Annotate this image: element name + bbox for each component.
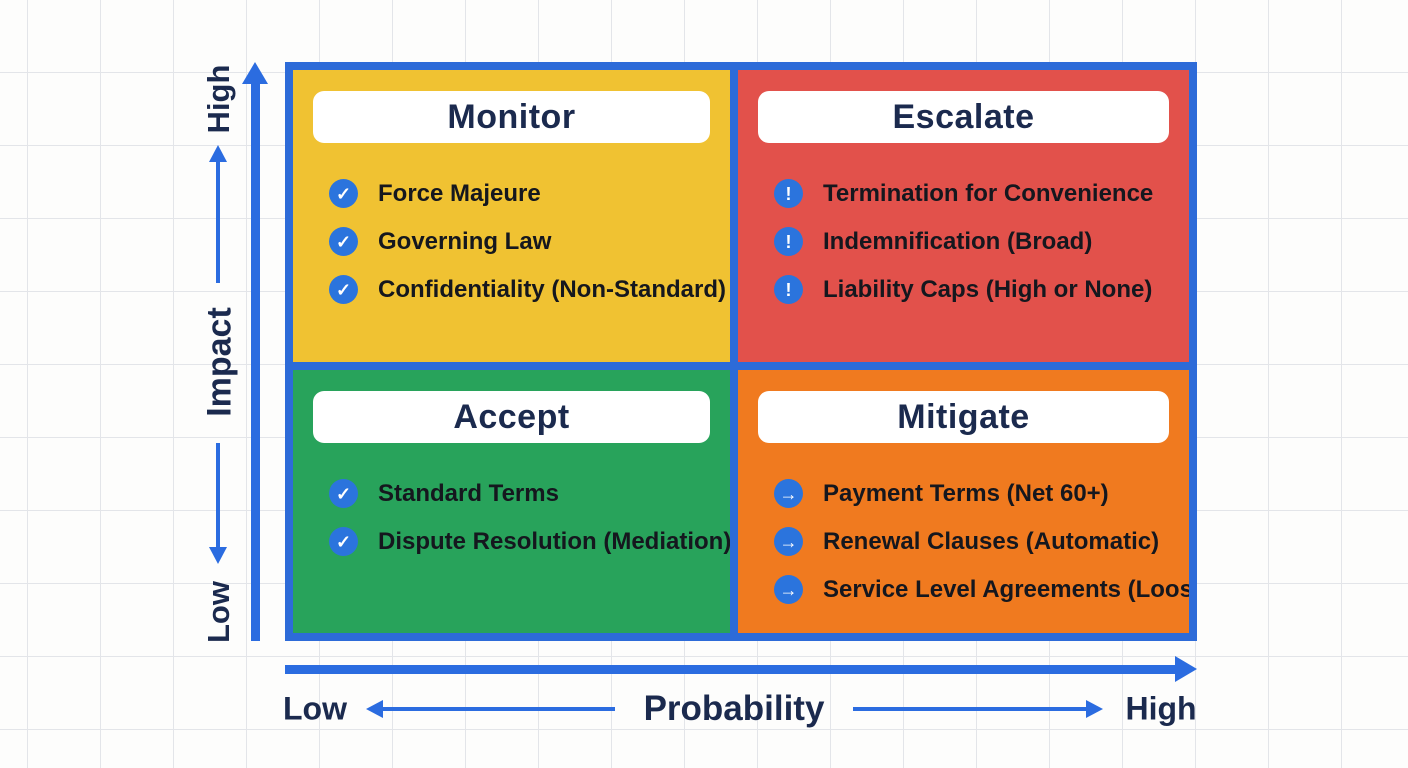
right-arrow-icon bbox=[1086, 700, 1103, 718]
right-arrow-line bbox=[853, 707, 1086, 711]
list-item: ! Liability Caps (High or None) bbox=[774, 275, 1189, 304]
list-item: ✓ Standard Terms bbox=[329, 479, 730, 508]
list-item: ! Indemnification (Broad) bbox=[774, 227, 1189, 256]
y-axis-arrowhead-icon bbox=[242, 62, 268, 84]
risk-item-label: Liability Caps (High or None) bbox=[823, 275, 1153, 303]
risk-item-label: Termination for Convenience bbox=[823, 179, 1154, 207]
y-axis-high-label: High bbox=[201, 64, 236, 134]
down-arrow-icon bbox=[209, 547, 227, 564]
list-item: → Renewal Clauses (Automatic) bbox=[774, 527, 1189, 556]
up-arrow-line bbox=[216, 161, 220, 283]
down-arrow-line bbox=[216, 443, 220, 547]
x-axis-arrowhead-icon bbox=[1175, 656, 1197, 682]
list-item: ! Termination for Convenience bbox=[774, 179, 1189, 208]
risk-item-label: Force Majeure bbox=[378, 179, 541, 207]
risk-item-label: Governing Law bbox=[378, 227, 552, 255]
quadrant-item-list: ! Termination for Convenience ! Indemnif… bbox=[738, 179, 1189, 304]
check-icon: ✓ bbox=[329, 227, 358, 256]
risk-item-label: Dispute Resolution (Mediation) bbox=[378, 527, 730, 555]
quadrant-item-list: ✓ Standard Terms ✓ Dispute Resolution (M… bbox=[293, 479, 730, 556]
risk-item-label: Service Level Agreements (Loose) bbox=[823, 575, 1189, 603]
quadrant-item-list: → Payment Terms (Net 60+) → Renewal Clau… bbox=[738, 479, 1189, 604]
exclamation-icon: ! bbox=[774, 179, 803, 208]
list-item: ✓ Force Majeure bbox=[329, 179, 730, 208]
left-arrow-icon bbox=[366, 700, 383, 718]
x-axis-arrow-line bbox=[285, 665, 1175, 674]
check-icon: ✓ bbox=[329, 527, 358, 556]
risk-item-label: Payment Terms (Net 60+) bbox=[823, 479, 1109, 507]
risk-item-label: Renewal Clauses (Automatic) bbox=[823, 527, 1160, 555]
x-axis-title: Probability bbox=[643, 689, 825, 728]
list-item: → Payment Terms (Net 60+) bbox=[774, 479, 1189, 508]
check-icon: ✓ bbox=[329, 275, 358, 304]
x-axis-low-label: Low bbox=[283, 690, 347, 727]
y-axis-low-label: Low bbox=[201, 581, 236, 643]
quadrant-accept: Accept ✓ Standard Terms ✓ Dispute Resolu… bbox=[293, 370, 730, 633]
list-item: ✓ Governing Law bbox=[329, 227, 730, 256]
up-arrow-icon bbox=[209, 145, 227, 162]
quadrant-title: Escalate bbox=[758, 91, 1169, 143]
arrow-right-icon: → bbox=[774, 575, 803, 604]
quadrant-item-list: ✓ Force Majeure ✓ Governing Law ✓ Confid… bbox=[293, 179, 730, 304]
risk-item-label: Confidentiality (Non-Standard) bbox=[378, 275, 726, 303]
quadrant-monitor: Monitor ✓ Force Majeure ✓ Governing Law … bbox=[293, 70, 730, 362]
quadrant-title: Monitor bbox=[312, 91, 711, 143]
quadrant-mitigate: Mitigate → Payment Terms (Net 60+) → Ren… bbox=[738, 370, 1189, 633]
quadrant-title: Accept bbox=[312, 391, 711, 443]
x-axis-high-label: High bbox=[1125, 690, 1197, 727]
arrow-right-icon: → bbox=[774, 479, 803, 508]
check-icon: ✓ bbox=[329, 179, 358, 208]
left-arrow-line bbox=[382, 707, 615, 711]
exclamation-icon: ! bbox=[774, 227, 803, 256]
quadrant-title: Mitigate bbox=[758, 391, 1169, 443]
y-axis-arrow-line bbox=[251, 82, 260, 641]
arrow-right-icon: → bbox=[774, 527, 803, 556]
check-icon: ✓ bbox=[329, 479, 358, 508]
risk-matrix: Monitor ✓ Force Majeure ✓ Governing Law … bbox=[285, 62, 1197, 641]
exclamation-icon: ! bbox=[774, 275, 803, 304]
list-item: → Service Level Agreements (Loose) bbox=[774, 575, 1189, 604]
list-item: ✓ Confidentiality (Non-Standard) bbox=[329, 275, 730, 304]
risk-item-label: Indemnification (Broad) bbox=[823, 227, 1093, 255]
y-axis-title: Impact bbox=[200, 307, 239, 417]
list-item: ✓ Dispute Resolution (Mediation) bbox=[329, 527, 730, 556]
risk-item-label: Standard Terms bbox=[378, 479, 559, 507]
quadrant-escalate: Escalate ! Termination for Convenience !… bbox=[738, 70, 1189, 362]
